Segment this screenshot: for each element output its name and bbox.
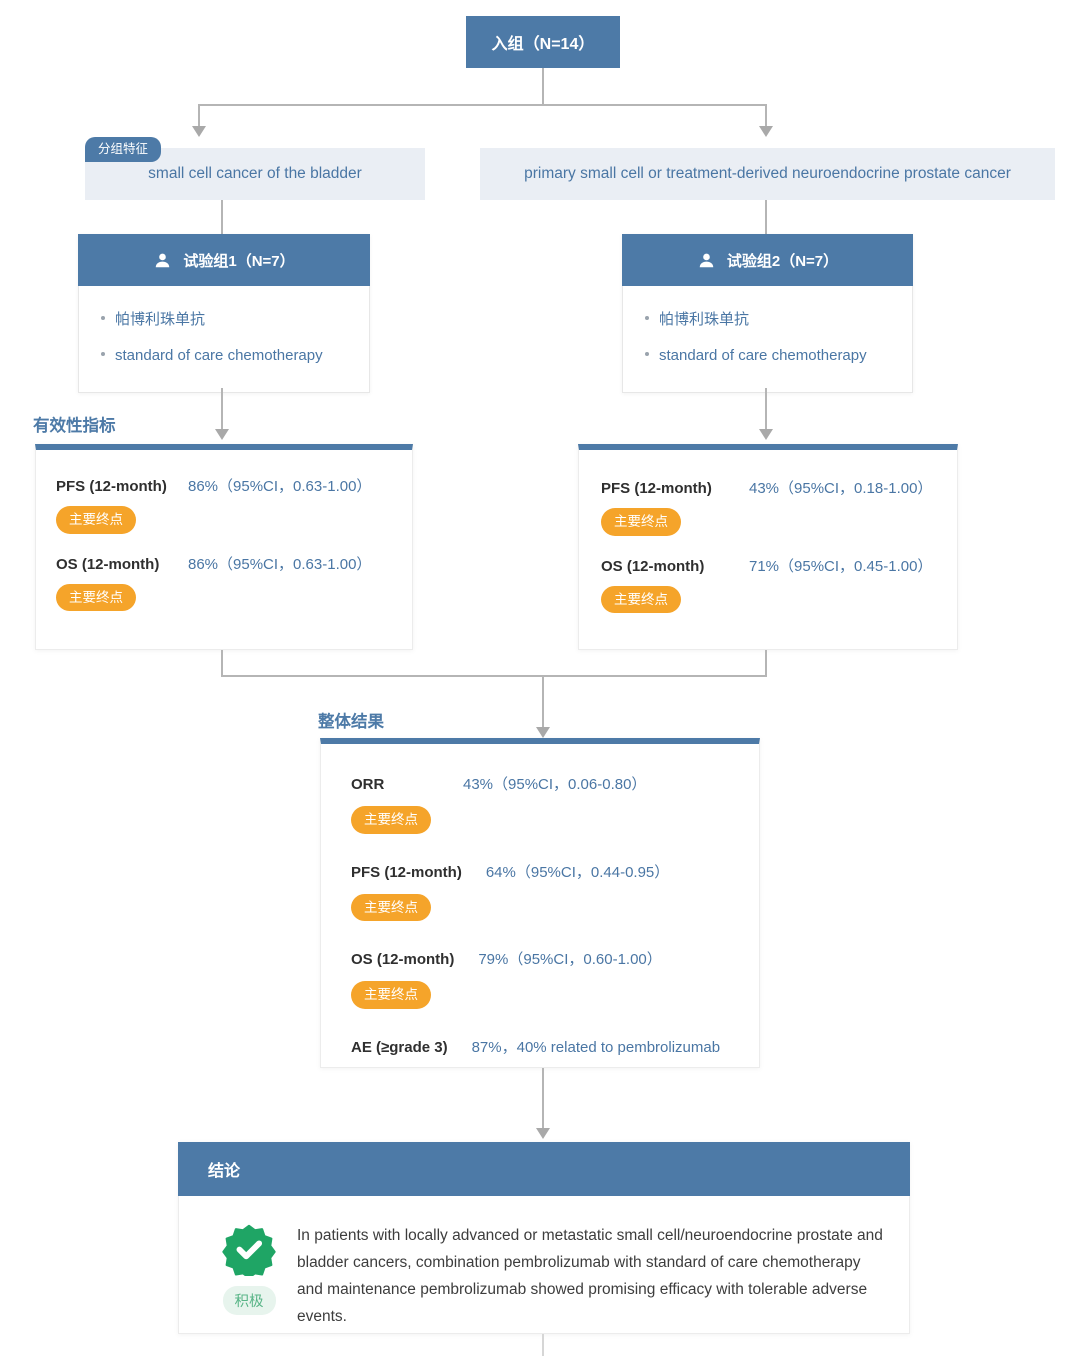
connector-right-branch <box>765 104 767 127</box>
connector-branch1-group1 <box>221 200 223 234</box>
connector-continuation-stub <box>542 1334 544 1356</box>
list-item: 帕博利珠单抗 <box>645 302 890 338</box>
connector-enroll-down <box>542 68 544 106</box>
arrowhead-efficacy-right <box>759 429 773 440</box>
trial-group-1-title: 试验组1（N=7） <box>183 252 295 270</box>
treatment-item: 帕博利珠单抗 <box>659 311 750 328</box>
verified-seal-icon <box>222 1222 276 1279</box>
primary-endpoint-badge: 主要终点 <box>351 806 431 834</box>
sentiment-column: 积极 <box>201 1222 297 1330</box>
list-item: 帕博利珠单抗 <box>101 302 347 338</box>
treatment-item: 帕博利珠单抗 <box>115 311 206 328</box>
overall-section-label: 整体结果 <box>318 713 384 731</box>
primary-endpoint-badge: 主要终点 <box>601 585 681 613</box>
branch-feature-tag: 分组特征 <box>85 137 162 162</box>
list-item: standard of care chemotherapy <box>101 338 347 374</box>
connector-left-branch <box>198 104 200 127</box>
metric-value: 43%（95%CI，0.06-0.80） <box>463 776 647 793</box>
trial-group-2-header: 试验组2（N=7） <box>622 234 913 286</box>
metric-value: 86%（95%CI，0.63-1.00） <box>188 478 372 495</box>
person-icon <box>153 251 172 270</box>
metric-name: OS (12-month) <box>56 555 160 573</box>
conclusion-body: 积极 In patients with locally advanced or … <box>179 1196 909 1330</box>
arrowhead-efficacy-left <box>215 429 229 440</box>
metric-name: PFS (12-month) <box>56 478 167 495</box>
arrowhead-right-branch <box>759 126 773 137</box>
bullet-dot <box>645 316 649 320</box>
overall-results-card: ORR 43%（95%CI，0.06-0.80） 主要终点 PFS (12-mo… <box>320 738 760 1068</box>
arrowhead-left-branch <box>192 126 206 137</box>
connector-split-horizontal <box>198 104 767 106</box>
metric-name: PFS (12-month) <box>601 480 712 497</box>
metric-row-pfs: PFS (12-month) 64%（95%CI，0.44-0.95） <box>351 858 731 888</box>
metric-name: OS (12-month) <box>601 557 705 575</box>
metric-value: 86%（95%CI，0.63-1.00） <box>188 555 372 573</box>
conclusion-title: 结论 <box>208 1163 241 1180</box>
metric-row-ae: AE (≥grade 3) 87%，40% related to pembrol… <box>351 1033 731 1063</box>
connector-eff1-join <box>221 650 223 677</box>
primary-endpoint-badge: 主要终点 <box>351 893 431 921</box>
metric-row-pfs: PFS (12-month) 43%（95%CI，0.18-1.00） <box>601 474 935 503</box>
metric-row-os: OS (12-month) 86%（95%CI，0.63-1.00） <box>56 550 392 579</box>
connector-eff2-join <box>765 650 767 677</box>
trial-group-2-title: 试验组2（N=7） <box>726 252 839 270</box>
connector-branch2-group2 <box>765 200 767 234</box>
metric-name: OS (12-month) <box>351 951 455 968</box>
connector-join-overall <box>542 675 544 728</box>
efficacy-card-group1: PFS (12-month) 86%（95%CI，0.63-1.00） 主要终点… <box>35 444 413 650</box>
trial-group-1-body: 帕博利珠单抗 standard of care chemotherapy <box>79 286 369 392</box>
metric-row-os: OS (12-month) 79%（95%CI，0.60-1.00） <box>351 945 731 975</box>
metric-value: 71%（95%CI，0.45-1.00） <box>749 557 933 575</box>
primary-endpoint-badge: 主要终点 <box>56 583 136 611</box>
connector-group2-efficacy <box>765 388 767 430</box>
metric-value: 79%（95%CI，0.60-1.00） <box>478 951 662 968</box>
efficacy-card-group2: PFS (12-month) 43%（95%CI，0.18-1.00） 主要终点… <box>578 444 958 650</box>
primary-endpoint-badge: 主要终点 <box>601 508 681 536</box>
metric-value: 43%（95%CI，0.18-1.00） <box>749 480 933 497</box>
efficacy-section-label: 有效性指标 <box>33 417 116 435</box>
trial-group-1-header: 试验组1（N=7） <box>78 234 370 286</box>
bullet-dot <box>101 316 105 320</box>
metric-name: ORR <box>351 776 385 793</box>
enrollment-box: 入组（N=14） <box>466 16 620 68</box>
metric-value: 87%，40% related to pembrolizumab <box>471 1038 721 1056</box>
metric-row-os: OS (12-month) 71%（95%CI，0.45-1.00） <box>601 552 935 581</box>
conclusion-header: 结论 <box>178 1142 910 1196</box>
list-item: standard of care chemotherapy <box>645 338 890 374</box>
connector-overall-conclusion <box>542 1068 544 1129</box>
trial-group-2-body: 帕博利珠单抗 standard of care chemotherapy <box>623 286 912 392</box>
treatment-item: standard of care chemotherapy <box>115 347 323 364</box>
sentiment-badge: 积极 <box>222 1286 276 1315</box>
conclusion-text: In patients with locally advanced or met… <box>297 1227 883 1325</box>
branch-prostate-label: primary small cell or treatment-derived … <box>480 148 1055 200</box>
bullet-dot <box>101 352 105 356</box>
branch-bladder-label: small cell cancer of the bladder <box>85 148 425 200</box>
metric-name: AE (≥grade 3) <box>351 1038 448 1056</box>
arrowhead-conclusion <box>536 1128 550 1139</box>
primary-endpoint-badge: 主要终点 <box>351 981 431 1009</box>
treatment-item: standard of care chemotherapy <box>659 347 867 364</box>
connector-group1-efficacy <box>221 388 223 430</box>
metric-name: PFS (12-month) <box>351 863 462 881</box>
arrowhead-overall <box>536 727 550 738</box>
metric-row-pfs: PFS (12-month) 86%（95%CI，0.63-1.00） <box>56 472 392 501</box>
trial-group-2-card: 试验组2（N=7） 帕博利珠单抗 standard of care chemot… <box>622 234 913 393</box>
connector-join-horizontal <box>221 675 767 677</box>
primary-endpoint-badge: 主要终点 <box>56 506 136 534</box>
metric-row-orr: ORR 43%（95%CI，0.06-0.80） <box>351 770 731 800</box>
trial-group-1-card: 试验组1（N=7） 帕博利珠单抗 standard of care chemot… <box>78 234 370 393</box>
conclusion-card: 结论 积极 In patients with locally advanced … <box>178 1142 910 1334</box>
bullet-dot <box>645 352 649 356</box>
person-icon <box>697 251 716 270</box>
metric-value: 64%（95%CI，0.44-0.95） <box>485 863 670 881</box>
